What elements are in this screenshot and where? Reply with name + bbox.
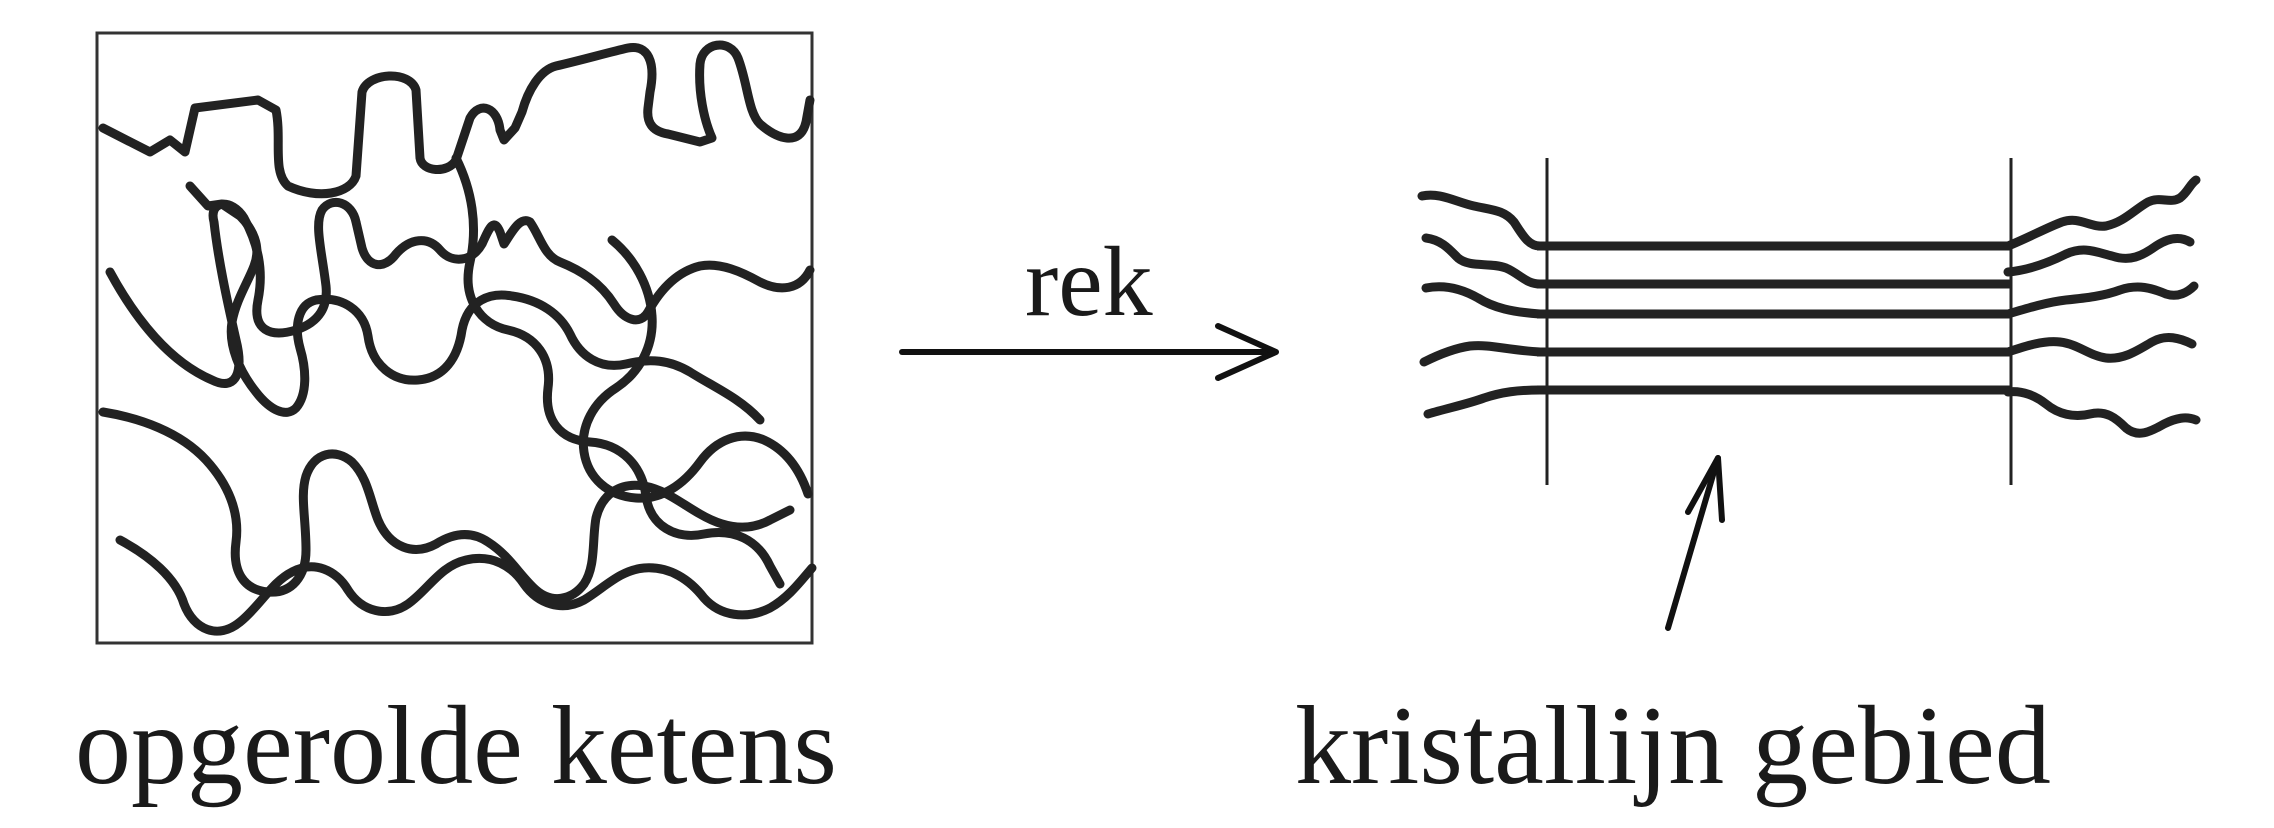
arrow-label: rek: [1025, 226, 1153, 337]
chain-tail-left: [1421, 233, 1545, 289]
polymer-chain: [578, 235, 813, 503]
chain-tail-right: [2003, 281, 2199, 319]
chain-tail-right: [2003, 175, 2201, 251]
chain-tail-left: [1417, 190, 1545, 251]
chain-tail-right: [2003, 333, 2197, 363]
polymer-chain: [98, 40, 815, 199]
coiled-chains-box: [95, 31, 814, 645]
chain-tail-left: [1423, 385, 1545, 419]
polymer-chain: [105, 197, 815, 388]
arrow-head: [1215, 323, 1279, 381]
caption-coiled-chains: opgerolde ketens: [75, 684, 837, 808]
caption-crystalline-region: kristallijn gebied: [1295, 684, 2051, 808]
polymer-chain: [185, 181, 765, 425]
crystal-pointer-shaft: [1665, 455, 1721, 631]
polymer-chain: [451, 153, 785, 589]
stretch-arrow: rek: [899, 226, 1279, 381]
crystal-pointer-head: [1685, 455, 1725, 523]
chain-tail-left: [1421, 282, 1545, 319]
polymer-chain: [115, 535, 817, 636]
chain-tail-left: [1419, 341, 1545, 367]
crystalline-region-panel: [1417, 158, 2201, 631]
chain-tail-right: [2003, 387, 2201, 438]
coiled-chains-panel: [95, 31, 817, 645]
chain-tail-right: [2003, 234, 2195, 277]
